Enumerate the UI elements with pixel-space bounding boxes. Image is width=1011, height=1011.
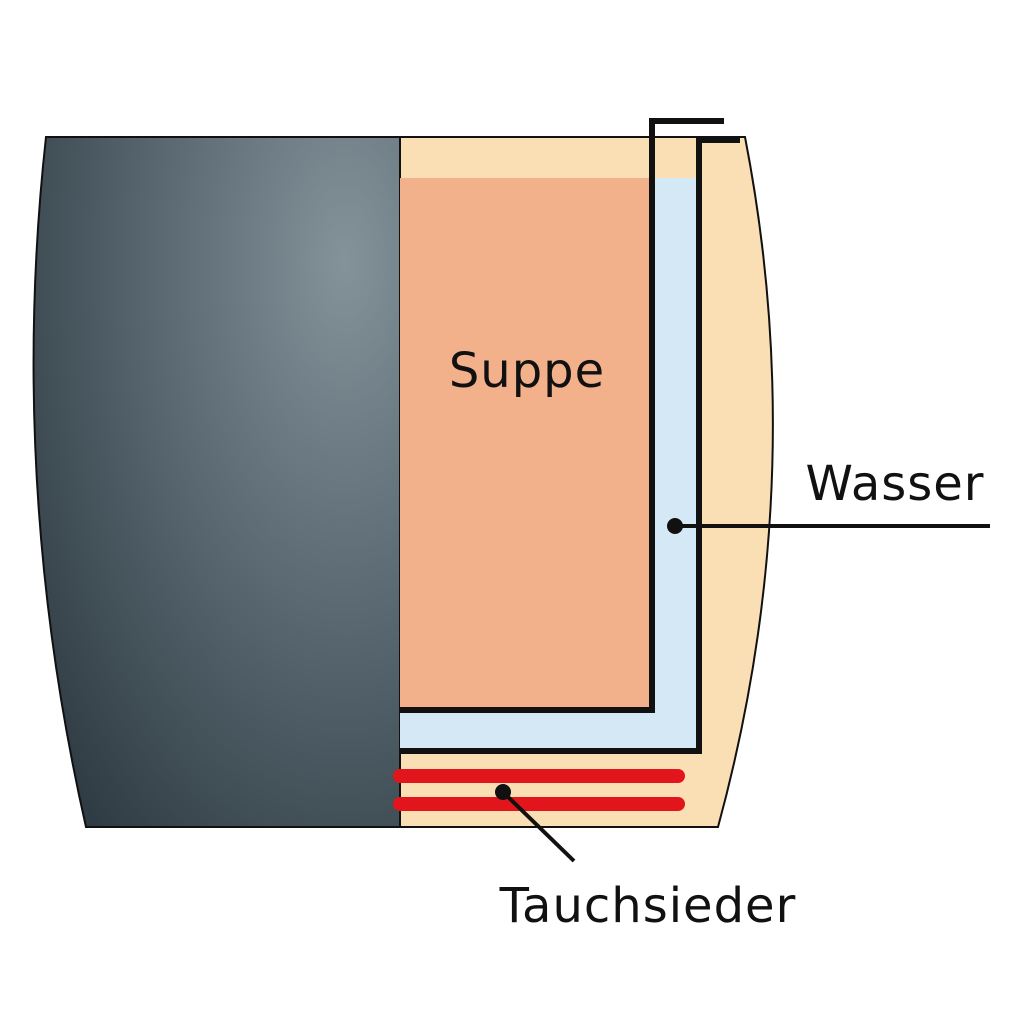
casing-cutaway <box>32 136 401 828</box>
heating-element-icon <box>393 769 685 811</box>
water-container-wall <box>400 137 740 754</box>
soup-label: Suppe <box>449 343 605 399</box>
inner-pot-wall <box>400 118 724 713</box>
soup-region <box>400 178 650 710</box>
heater-pointer <box>495 784 576 863</box>
water-label: Wasser <box>805 456 984 512</box>
heater-label: Tauchsieder <box>499 878 797 934</box>
water-pointer <box>667 518 990 534</box>
